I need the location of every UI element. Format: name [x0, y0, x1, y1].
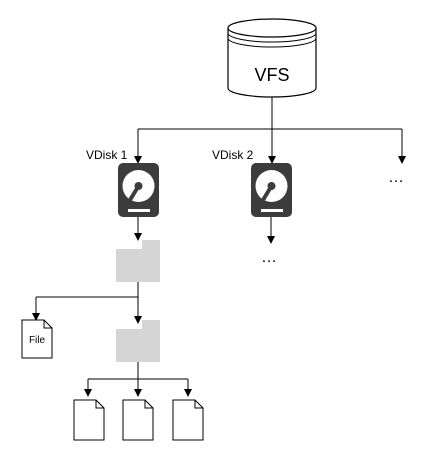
vdisk-2-label: VDisk 2 — [212, 148, 254, 162]
document-icon — [21, 319, 53, 359]
more-disks-indicator: … — [388, 169, 405, 186]
folder-2-connectors — [84, 362, 192, 397]
more-items-indicator: … — [261, 249, 278, 266]
vfs-connectors — [134, 97, 406, 164]
folder-icon — [116, 240, 160, 282]
vfs-database-icon — [227, 18, 317, 98]
hard-drive-icon — [118, 163, 159, 217]
file-label: File — [29, 335, 46, 346]
folder-1-connectors — [32, 282, 142, 324]
vdisk-1-label: VDisk 1 — [86, 148, 128, 162]
hard-drive-icon — [251, 163, 292, 217]
document-icon — [73, 399, 105, 441]
document-icon — [172, 399, 204, 441]
vfs-label: VFS — [254, 65, 289, 85]
document-icon — [122, 399, 154, 441]
folder-icon — [116, 320, 160, 362]
